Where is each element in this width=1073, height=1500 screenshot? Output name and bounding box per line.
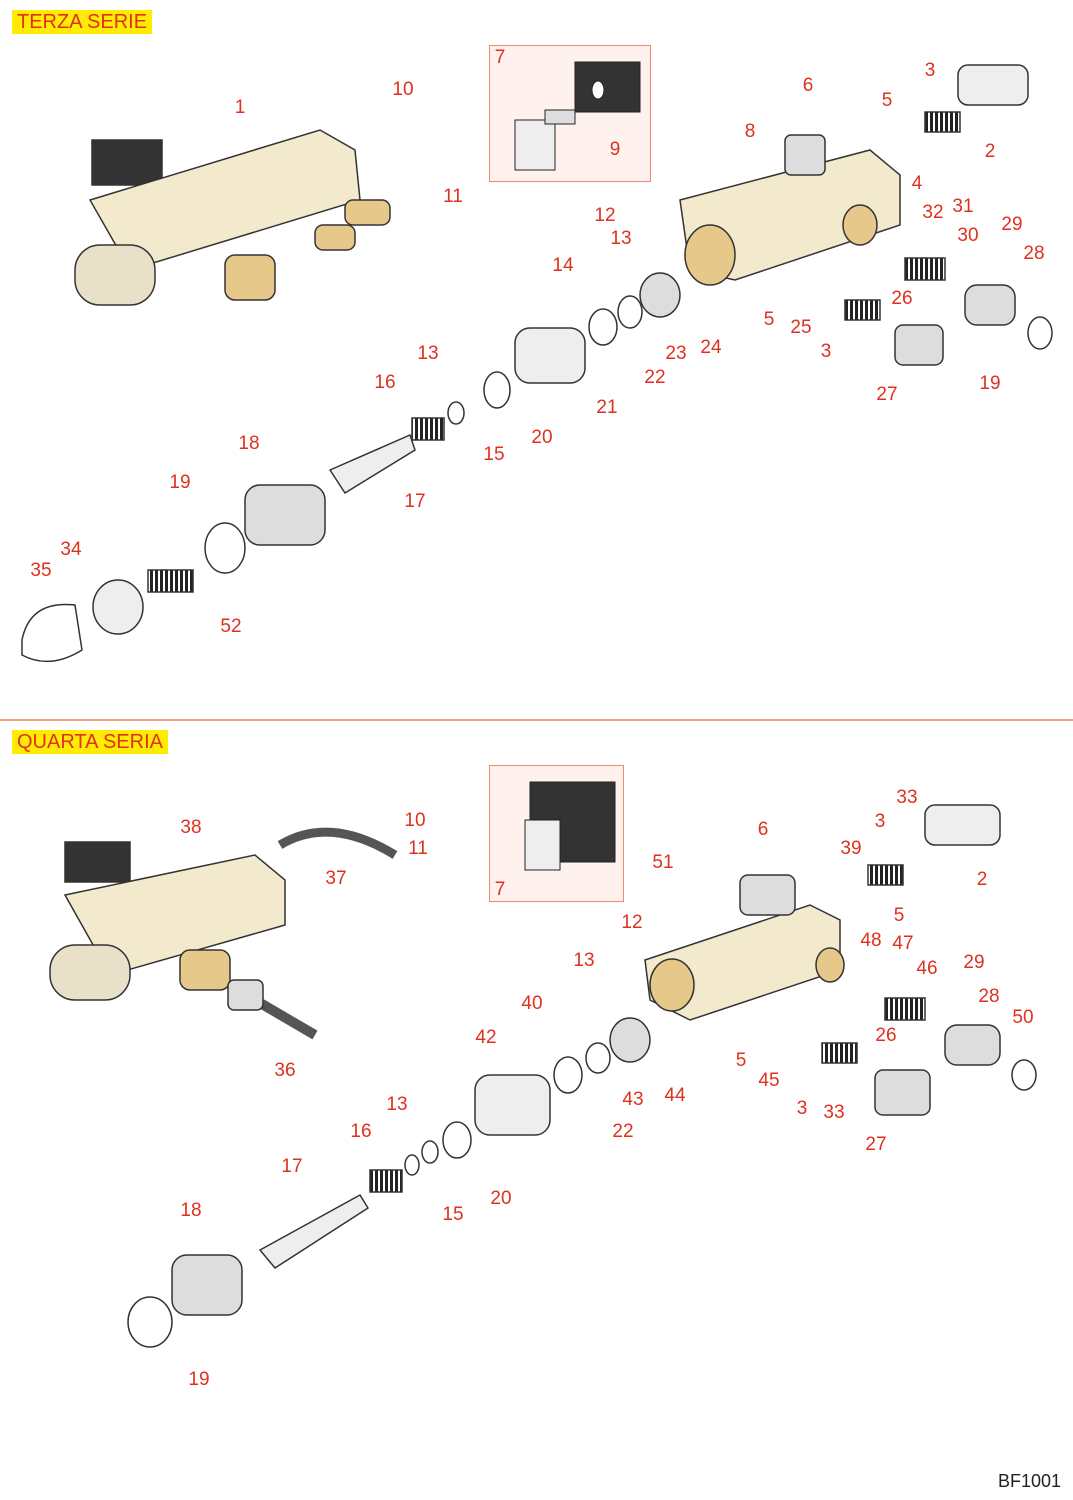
part-callout-quarta: 37: [325, 868, 347, 889]
part-callout-quarta: 43: [622, 1089, 644, 1110]
part-callout-terza: 5: [881, 90, 893, 111]
part-callout-quarta: 20: [490, 1188, 512, 1209]
section-title-quarta: QUARTA SERIA: [12, 730, 168, 754]
part-callout-quarta: 50: [1012, 1007, 1034, 1028]
assembled-valve-quarta: [49, 827, 398, 1040]
part-callout-terza: 29: [1001, 214, 1023, 235]
part-callout-quarta: 48: [860, 930, 882, 951]
part-callout-terza: 8: [744, 121, 756, 142]
part-callout-terza: 28: [1023, 243, 1045, 264]
part-callout-terza: 52: [220, 616, 242, 637]
part-callout-quarta: 39: [840, 838, 862, 859]
part-callout-terza: 22: [644, 367, 666, 388]
part-callout-quarta: 3: [796, 1098, 808, 1119]
part-callout-quarta: 42: [475, 1027, 497, 1048]
part-callout-terza: 2: [984, 141, 996, 162]
part-callout-quarta: 33: [823, 1102, 845, 1123]
part-callout-quarta: 46: [916, 958, 938, 979]
part-callout-terza: 31: [952, 196, 974, 217]
part-callout-quarta: 15: [442, 1204, 464, 1225]
part-callout-quarta: 29: [963, 952, 985, 973]
part-callout-terza: 20: [531, 427, 553, 448]
part-callout-quarta: 38: [180, 817, 202, 838]
part-callout-quarta: 11: [408, 838, 428, 859]
part-callout-quarta: 47: [892, 933, 914, 954]
solenoid-coil-terza: [514, 61, 641, 171]
part-callout-terza: 3: [820, 341, 832, 362]
part-callout-quarta: 5: [735, 1050, 747, 1071]
part-callout-quarta: 5: [893, 905, 905, 926]
part-callout-terza: 9: [609, 139, 621, 160]
part-callout-quarta: 51: [652, 852, 674, 873]
part-callout-quarta: 26: [875, 1025, 897, 1046]
part-callout-terza: 13: [417, 343, 439, 364]
part-callout-quarta: 22: [612, 1121, 634, 1142]
part-callout-terza: 10: [392, 79, 414, 100]
part-callout-terza: 14: [552, 255, 574, 276]
part-callout-quarta: 28: [978, 986, 1000, 1007]
part-callout-terza: 12: [594, 205, 616, 226]
part-callout-quarta: 45: [758, 1070, 780, 1091]
part-callout-terza: 30: [957, 225, 979, 246]
part-callout-terza: 25: [790, 317, 812, 338]
part-callout-terza: 3: [924, 60, 936, 81]
part-callout-quarta: 19: [188, 1369, 210, 1390]
part-callout-terza: 4: [911, 173, 923, 194]
part-callout-quarta: 44: [664, 1085, 686, 1106]
solenoid-coil-quarta: [524, 781, 616, 871]
part-callout-quarta: 2: [976, 869, 988, 890]
part-callout-quarta: 6: [757, 819, 769, 840]
part-callout-quarta: 10: [404, 810, 426, 831]
part-callout-terza: 15: [483, 444, 505, 465]
part-callout-terza: 18: [238, 433, 260, 454]
part-callout-terza: 19: [979, 373, 1001, 394]
part-callout-quarta: 7: [494, 879, 506, 900]
part-callout-quarta: 33: [896, 787, 918, 808]
part-callout-terza: 35: [30, 560, 52, 581]
valve-body-quarta: [127, 804, 1037, 1348]
part-callout-quarta: 16: [350, 1121, 372, 1142]
part-callout-quarta: 17: [281, 1156, 303, 1177]
part-callout-quarta: 13: [573, 950, 595, 971]
part-callout-terza: 1: [234, 97, 246, 118]
part-callout-quarta: 13: [386, 1094, 408, 1115]
part-callout-terza: 13: [610, 228, 632, 249]
part-callout-terza: 24: [700, 337, 722, 358]
assembled-valve-terza: [74, 129, 391, 306]
part-callout-terza: 23: [665, 343, 687, 364]
part-callout-terza: 27: [876, 384, 898, 405]
part-callout-terza: 32: [922, 202, 944, 223]
section-title-terza: TERZA SERIE: [12, 10, 153, 34]
part-callout-terza: 17: [404, 491, 426, 512]
part-callout-quarta: 12: [621, 912, 643, 933]
part-callout-terza: 34: [60, 539, 82, 560]
part-callout-terza: 16: [374, 372, 396, 393]
part-callout-terza: 11: [443, 186, 463, 207]
part-callout-quarta: 27: [865, 1134, 887, 1155]
part-callout-quarta: 36: [274, 1060, 296, 1081]
part-callout-terza: 7: [494, 47, 506, 68]
part-callout-quarta: 3: [874, 811, 886, 832]
part-callout-terza: 6: [802, 75, 814, 96]
part-callout-terza: 5: [763, 309, 775, 330]
section-divider: [0, 719, 1073, 721]
part-callout-terza: 21: [596, 397, 618, 418]
part-callout-terza: 26: [891, 288, 913, 309]
part-callout-terza: 19: [169, 472, 191, 493]
part-callout-quarta: 40: [521, 993, 543, 1014]
valve-body-terza: [21, 64, 1053, 663]
drawing-code: BF1001: [997, 1471, 1061, 1491]
part-callout-quarta: 18: [180, 1200, 202, 1221]
